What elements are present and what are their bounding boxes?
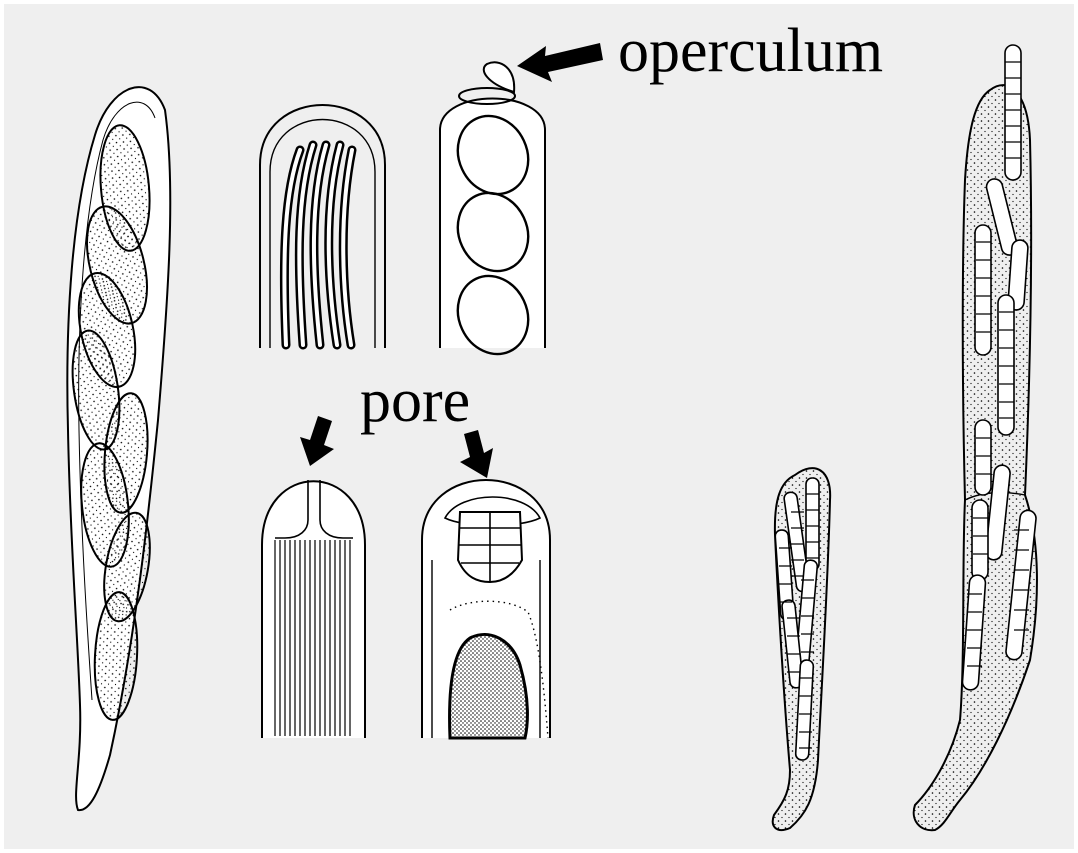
label-operculum: operculum xyxy=(618,20,883,82)
ascus-tip-twisted-spores xyxy=(260,105,385,348)
ascus-large-septate-spores xyxy=(914,45,1037,830)
label-pore: pore xyxy=(360,370,470,432)
ascus-ellipsoid-spores xyxy=(66,87,170,810)
ascus-tip-pore-parallel-spores xyxy=(262,480,365,738)
arrow-pore-right xyxy=(460,430,493,478)
ascus-tip-operculate xyxy=(440,62,545,365)
ascus-tip-wall xyxy=(440,99,545,349)
ascus-small-septate-spores xyxy=(773,468,830,830)
arrow-operculum xyxy=(517,43,603,82)
ascus-tip-pore-septate-spore xyxy=(422,480,550,738)
arrow-pore-left xyxy=(300,416,334,466)
